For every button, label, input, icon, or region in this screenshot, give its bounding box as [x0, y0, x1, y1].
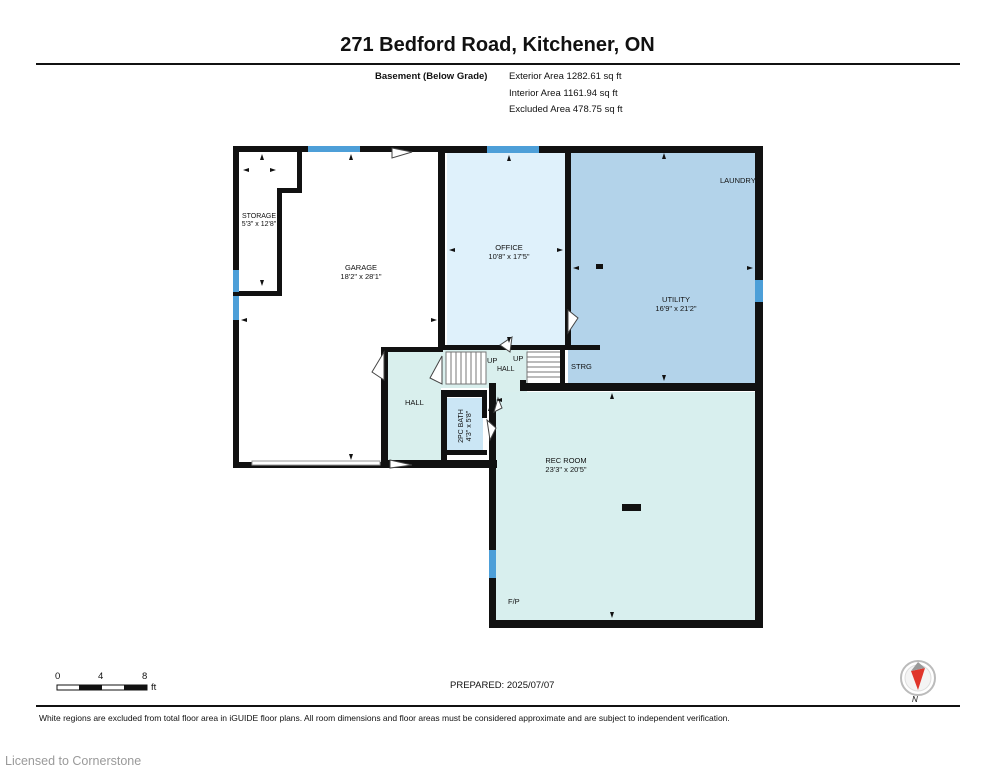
room-office: OFFICE 10'8" x 17'5" — [469, 243, 549, 261]
stairs-left — [445, 351, 487, 385]
scale-bar — [56, 684, 148, 691]
utility-dims: 16'9" x 21'2" — [655, 303, 697, 313]
storage-name: STORAGE — [241, 213, 277, 220]
scale-four: 4 — [98, 671, 104, 682]
office-fill — [447, 153, 568, 348]
office-name: OFFICE — [495, 243, 523, 252]
compass-label: N — [912, 695, 918, 704]
fireplace-label: F/P — [508, 597, 520, 606]
room-bath: 2PC BATH 4'3" x 5'8" — [458, 404, 474, 448]
fireplace-marker — [622, 504, 641, 511]
stair-hall-label: HALL — [497, 366, 515, 373]
windows — [233, 146, 763, 578]
stair-up-label-1: UP — [487, 356, 498, 365]
utility-name: UTILITY — [662, 295, 690, 304]
interior-area: Interior Area 1161.94 sq ft — [509, 88, 618, 99]
stairs-right — [526, 351, 562, 385]
room-laundry: LAUNDRY — [720, 176, 756, 186]
storage-dims: 5'3" x 12'8" — [241, 221, 277, 229]
office-dims: 10'8" x 17'5" — [488, 251, 530, 261]
room-storage: STORAGE 5'3" x 12'8" — [239, 213, 279, 229]
room-rec: REC ROOM 23'3" x 20'5" — [526, 456, 606, 474]
scale-eight: 8 — [142, 671, 148, 682]
exterior-area: Exterior Area 1282.61 sq ft — [509, 71, 622, 82]
room-garage: GARAGE 18'2" x 28'1" — [321, 263, 401, 281]
scale-unit: ft — [151, 682, 157, 693]
bath-name: 2PC BATH — [457, 409, 465, 443]
stair-up-label-2: UP — [513, 354, 524, 363]
header-divider — [36, 63, 960, 65]
compass-icon — [900, 660, 936, 696]
prepared-date: PREPARED: 2025/07/07 — [450, 680, 555, 691]
room-utility: UTILITY 16'9" x 21'2" — [636, 295, 716, 313]
footnote: White regions are excluded from total fl… — [39, 713, 730, 723]
room-strg: STRG — [571, 362, 592, 371]
bath-fill — [447, 398, 483, 450]
footer-divider — [36, 705, 960, 707]
room-hall: HALL — [405, 398, 424, 407]
bath-dims: 4'3" x 5'8" — [466, 410, 473, 442]
garage-dims: 18'2" x 28'1" — [340, 271, 382, 281]
rec-name: REC ROOM — [545, 456, 587, 465]
laundry-name: LAUNDRY — [720, 176, 756, 185]
garage-name: GARAGE — [344, 263, 378, 272]
watermark: Licensed to Cornerstone — [5, 754, 142, 768]
dimension-arrows — [241, 153, 753, 618]
excluded-area: Excluded Area 478.75 sq ft — [509, 104, 623, 115]
rec-dims: 23'3" x 20'5" — [545, 464, 587, 474]
hall-fill — [386, 350, 441, 460]
scale-zero: 0 — [55, 671, 61, 682]
level-label: Basement (Below Grade) — [375, 71, 488, 82]
garage-door — [251, 460, 381, 466]
page-title: 271 Bedford Road, Kitchener, ON — [340, 34, 655, 56]
utility-marker — [596, 264, 603, 269]
